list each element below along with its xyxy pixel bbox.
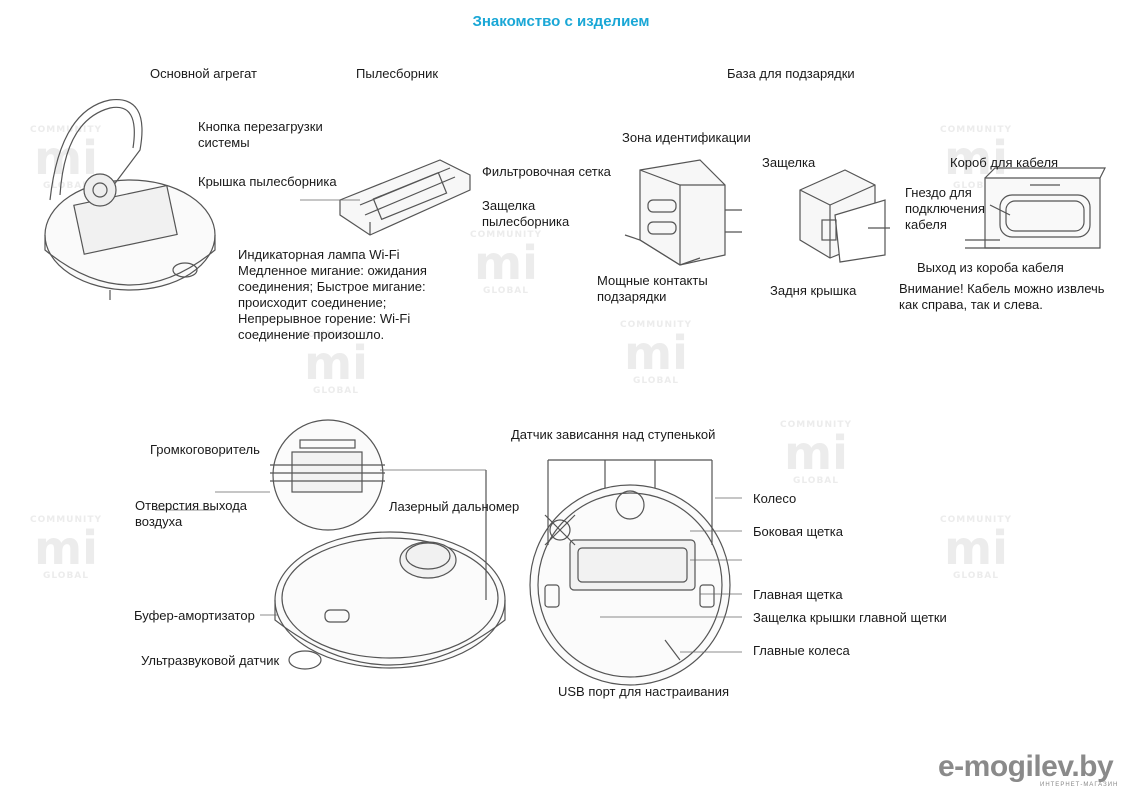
label-rear-cover: Задня крышка xyxy=(770,283,857,298)
robot-top-illustration xyxy=(274,470,506,670)
label-latch: Защелка xyxy=(762,155,816,170)
label-cliff-sensor: Датчик зависання над ступенькой xyxy=(511,427,716,442)
cable-box-illustration xyxy=(965,167,1106,249)
speaker-detail-illustration xyxy=(270,419,385,531)
label-speaker: Громкоговоритель xyxy=(150,442,260,457)
label-charging-contacts: Мощные контакты подзарядки xyxy=(597,273,708,304)
label-side-brush: Боковая щетка xyxy=(753,524,843,539)
section-main-unit: Основной агрегат xyxy=(150,66,257,81)
label-dustbin-cover: Крышка пылесборника xyxy=(198,174,337,189)
dustbin-illustration xyxy=(339,159,471,236)
page-title: Знакомство с изделием xyxy=(472,13,650,30)
store-logo-subtitle: ИНТЕРНЕТ-МАГАЗИН xyxy=(1040,782,1119,788)
label-air-outlet: Отверстия выхода воздуха xyxy=(135,498,248,529)
label-cable-exit: Выход из короба кабеля xyxy=(917,260,1064,275)
dock-rear-illustration xyxy=(799,169,890,263)
label-brush-latch: Защелка крышки главной щетки xyxy=(753,610,947,625)
label-cable-warning: Внимание! Кабель можно извлечь как справ… xyxy=(899,281,1105,312)
robot-bottom-illustration xyxy=(529,459,731,686)
label-reset-button: Кнопка перезагрузки системы xyxy=(198,119,323,150)
label-cable-box: Короб для кабеля xyxy=(950,155,1059,170)
label-main-brush: Главная щетка xyxy=(753,587,843,602)
label-socket: Гнездо для подключения кабеля xyxy=(905,185,985,232)
section-dock: База для подзарядки xyxy=(727,66,855,81)
label-laser: Лазерный дальномер xyxy=(389,499,520,514)
dock-front-illustration xyxy=(624,159,742,266)
label-bumper: Буфер-амортизатор xyxy=(134,608,255,623)
label-main-wheels: Главные колеса xyxy=(753,643,850,658)
robot-open-lid-illustration xyxy=(44,99,216,300)
label-filter-mesh: Фильтровочная сетка xyxy=(482,164,611,179)
label-wifi-indicator: Индикаторная лампа Wi-Fi Медленное миган… xyxy=(238,247,427,342)
label-id-zone: Зона идентификации xyxy=(622,130,751,145)
store-logo: e-mogilev.by xyxy=(938,750,1114,783)
label-dustbin-latch: Защелка пылесборника xyxy=(482,198,570,229)
label-ultrasonic: Ультразвуковой датчик xyxy=(141,653,280,668)
label-usb-port: USB порт для настраивания xyxy=(558,684,729,699)
section-dustbin: Пылесборник xyxy=(356,66,439,81)
label-wheel: Колесо xyxy=(753,491,797,506)
